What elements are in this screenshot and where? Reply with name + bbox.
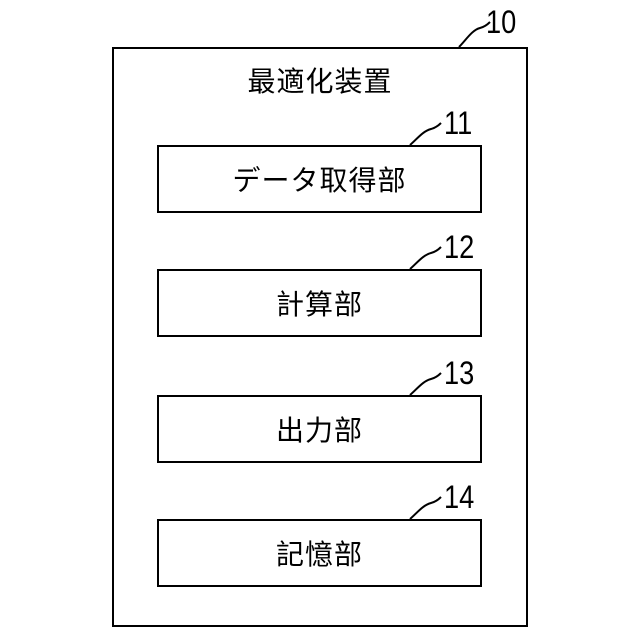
storage-unit-box: 記憶部: [157, 519, 482, 587]
calculation-unit-label: 計算部: [276, 283, 363, 323]
device-title: 最適化装置: [112, 62, 528, 102]
storage-unit-ref-number: 14: [444, 481, 474, 513]
calculation-unit-ref-number: 12: [444, 231, 474, 263]
data-acquisition-unit-ref-number: 11: [444, 107, 472, 139]
data-acquisition-unit-label: データ取得部: [232, 159, 406, 199]
device-ref-number: 10: [486, 6, 516, 38]
output-unit-label: 出力部: [276, 409, 363, 449]
calculation-unit-box: 計算部: [157, 269, 482, 337]
output-unit-box: 出力部: [157, 395, 482, 463]
output-unit-ref-number: 13: [444, 357, 474, 389]
storage-unit-label: 記憶部: [276, 533, 363, 573]
data-acquisition-unit-box: データ取得部: [157, 145, 482, 213]
